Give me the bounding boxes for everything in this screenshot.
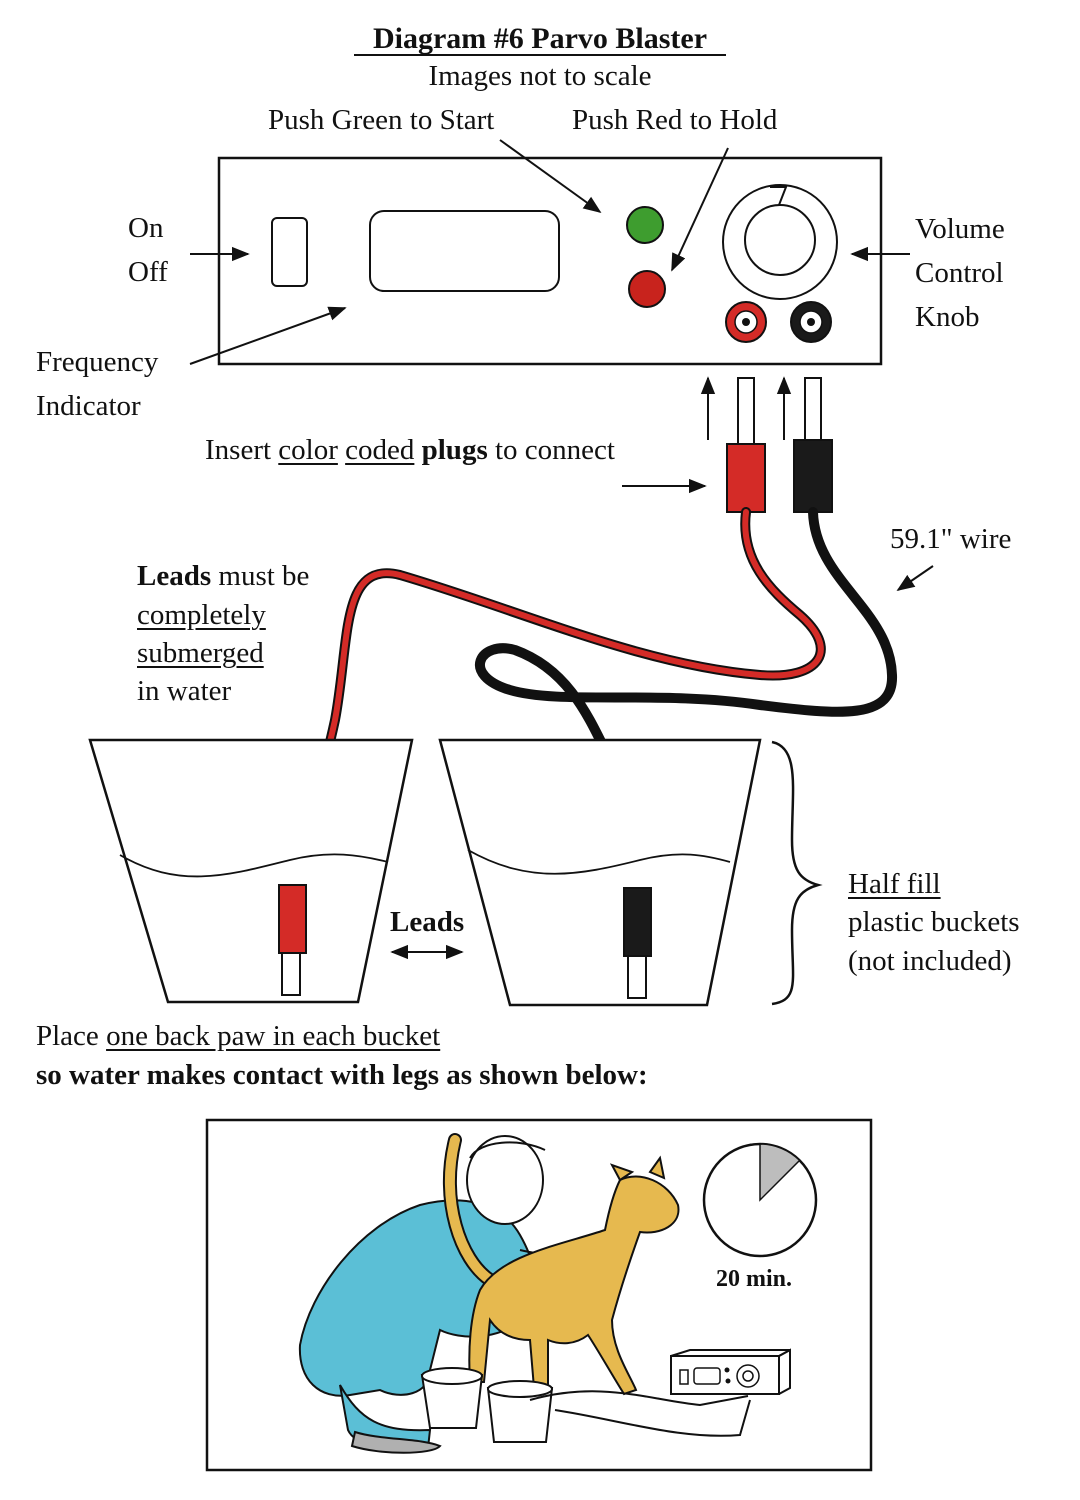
leads-note-line3: submerged <box>137 637 264 669</box>
right-bucket <box>438 738 762 1007</box>
person-figure <box>298 1135 576 1454</box>
fill-note-line3: (not included) <box>848 945 1012 977</box>
power-switch[interactable] <box>271 217 308 287</box>
frequency-label-line1: Frequency <box>36 346 159 378</box>
off-label: Off <box>128 256 168 288</box>
insert-plugs-instruction: Insert color coded plugs to connect <box>205 434 615 466</box>
frequency-display <box>369 210 560 292</box>
timer-label: 20 min. <box>716 1266 793 1292</box>
leads-note-line2: completely <box>137 599 266 631</box>
placement-line1: Place one back paw in each bucket <box>36 1020 441 1052</box>
black-jack[interactable] <box>790 301 832 343</box>
leads-label: Leads <box>390 906 465 938</box>
left-bucket <box>88 738 414 1004</box>
diagram-subtitle: Images not to scale <box>428 60 652 92</box>
fill-note-line2: plastic buckets <box>848 906 1020 938</box>
red-jack[interactable] <box>725 301 767 343</box>
green-button-label: Push Green to Start <box>268 104 495 136</box>
paw-buckets <box>420 1367 554 1443</box>
leads-note-line1: Leads must be <box>137 560 310 592</box>
bucket-bracket <box>771 740 823 1006</box>
dog-figure <box>442 1133 680 1396</box>
black-plug[interactable] <box>793 377 833 513</box>
on-label: On <box>128 212 164 244</box>
red-lead <box>278 884 307 996</box>
red-plug[interactable] <box>726 377 766 513</box>
small-device <box>529 1348 791 1437</box>
volume-label-line2: Control <box>915 257 1004 289</box>
fill-note-line1: Half fill <box>848 868 941 900</box>
red-button-label: Push Red to Hold <box>572 104 778 136</box>
timer-clock <box>702 1142 818 1258</box>
timer-elapsed-wedge <box>759 1143 801 1202</box>
red-hold-button[interactable] <box>628 270 666 308</box>
wire-length-label: 59.1" wire <box>890 523 1012 555</box>
volume-label-line1: Volume <box>915 213 1005 245</box>
placement-line2: so water makes contact with legs as show… <box>36 1059 648 1091</box>
frequency-label-line2: Indicator <box>36 390 141 422</box>
black-lead <box>623 887 652 999</box>
volume-control-knob[interactable] <box>722 184 838 300</box>
green-start-button[interactable] <box>626 206 664 244</box>
volume-label-line3: Knob <box>915 301 980 333</box>
leads-note-line4: in water <box>137 675 232 707</box>
diagram-title: Diagram #6 Parvo Blaster <box>372 22 708 55</box>
